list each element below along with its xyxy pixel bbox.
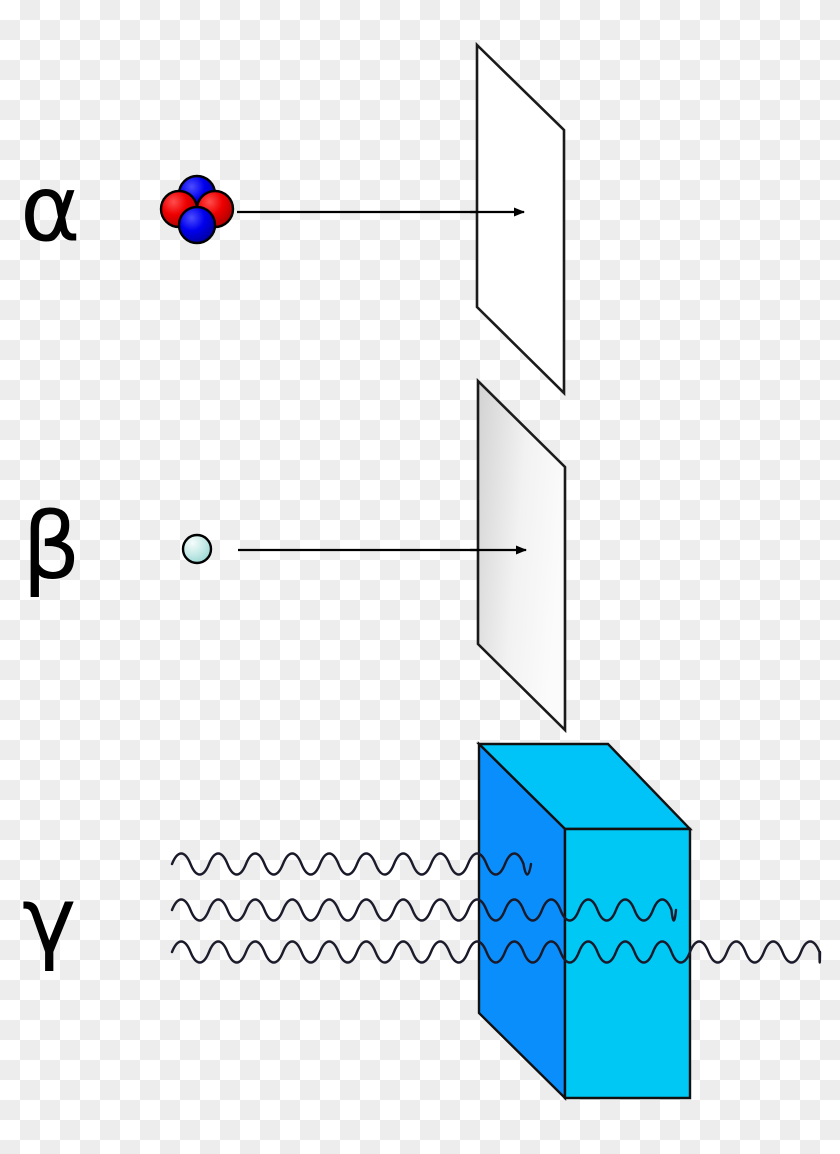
gamma-symbol-label: γ xyxy=(22,867,76,974)
alpha-row: α xyxy=(20,155,525,262)
beta-symbol-label: β xyxy=(22,493,81,600)
beta-particle xyxy=(181,533,213,565)
alpha-neutron-bottom xyxy=(177,205,217,245)
paper-barrier xyxy=(475,41,566,397)
gamma-wave-3 xyxy=(170,940,822,964)
lead-front-face xyxy=(563,827,692,1100)
beta-row: β xyxy=(22,493,527,600)
aluminium-barrier xyxy=(476,377,567,734)
gamma-wave-2 xyxy=(170,898,678,922)
lead-barrier xyxy=(476,741,693,1101)
gamma-row: γ xyxy=(22,852,822,974)
alpha-symbol-label: α xyxy=(20,155,81,262)
gamma-wave-1 xyxy=(170,852,533,876)
alpha-particle-cluster xyxy=(159,174,235,245)
